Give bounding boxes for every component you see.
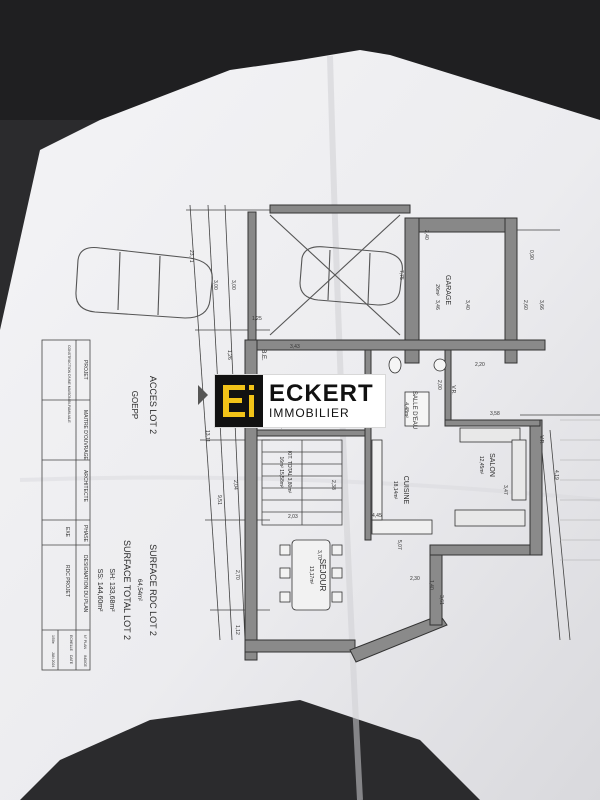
logo-mark-e [223,385,245,417]
dim-28: 2,03 [288,514,298,520]
cartouche-architecte: ARCHITECTE [82,470,88,503]
bathroom-fixtures [388,356,447,427]
cartouche-designation: DESIGNATION DU PLAN [82,555,88,613]
label-vr-2: V.R. [538,435,544,444]
label-salon: SALON [488,453,495,477]
logo-mark-i-stem [249,395,254,417]
label-sejour-area: 13,17m² [308,566,314,585]
dim-7: 2,70 [234,570,240,580]
salon-sofas [454,427,527,527]
label-kitchenette-area: 16m² 15,58m² [278,456,284,487]
cartouche-date: DATE [69,655,73,665]
dim-25: 3,61 [438,595,444,605]
label-cuisine-area: 18,14m² [392,481,398,500]
dim-21: 3,47 [502,485,508,495]
label-be: B.E. [260,349,266,361]
dimension-values: 3,00 3,00 23,71 13,11 9,51 2,04 2,70 1,1… [188,230,559,635]
label-sejour: SEJOUR [318,559,327,592]
cartouche-maitre: MAITRE D'OUVRAGE [82,410,88,461]
logo-mark-i-dot [249,385,254,390]
dim-18: 2,20 [475,362,485,368]
dim-20: 3,58 [490,411,500,417]
dim-19: 2,00 [436,380,442,390]
staircase [261,439,343,526]
label-ss: SS: 144,60m² [96,569,103,612]
dim-30: 3,70 [316,550,322,560]
kitchen-counter [371,439,433,535]
dim-31: 4,19 [553,470,559,480]
dim-29: 2,38 [330,480,336,490]
label-salon-area: 12,45m² [478,456,484,475]
dim-15: 2,60 [522,300,528,310]
dim-16: 3,66 [538,300,544,310]
label-cuisine: CUISINE [402,476,409,505]
title-block-text: PROJET CONSTRUCTION D'UNE MAISON BI-FAMI… [51,345,88,668]
dim-2: 3,00 [212,280,218,290]
label-surface-rdc: SURFACE RDC LOT 2 [148,544,158,636]
dim-3: 23,71 [188,250,194,263]
logo-name: ECKERT [269,380,374,407]
cartouche-projet-value: CONSTRUCTION D'UNE MAISON BI-FAMILIALE [67,345,71,423]
title-block [41,339,91,671]
dim-9: 1,25 [252,316,262,322]
label-acces: ACCES LOT 2 [148,376,158,434]
dim-4: 13,11 [204,430,210,442]
label-salle-deau-area: 4,48m² [403,402,409,418]
car-outline-left [75,246,213,319]
logo-text: ECKERT IMMOBILIER [263,375,385,427]
cartouche-phase-value: EXE [64,527,70,538]
cartouche-projet: PROJET [82,360,88,380]
label-vr-1: V.R. [450,385,456,394]
plan-labels: GARAGE 26m² SALLE D'EAU 4,48m² CUISINE 1… [96,275,544,640]
cartouche-plan-no: N° PLAN [83,635,87,650]
dim-24: 2,30 [410,576,420,582]
dim-23: 5,07 [396,540,402,550]
cartouche-date-value: JAN 2024 [51,652,55,667]
label-kitchenette: KIT. TOTAL 3,80m² [286,451,292,494]
label-garage: GARAGE [444,275,451,305]
dim-22: 4,45 [372,513,382,519]
dim-8: 1,12 [234,625,240,635]
dim-14: 3,40 [464,300,470,310]
logo-subtitle: IMMOBILIER [269,406,350,420]
eckert-logo-badge: ECKERT IMMOBILIER [214,374,386,428]
dim-13: 7,75 [398,270,404,280]
dim-1: 3,00 [230,280,236,290]
label-surface-total: SURFACE TOTAL LOT 2 [122,540,132,640]
label-sh: SH: 133,68m² [108,568,115,612]
garage-walls [247,204,518,364]
dim-17: 0,90 [528,250,534,260]
north-arrow [198,385,208,405]
cartouche-echelle-value: 1/50e [51,635,55,644]
dim-26: 1,40 [428,580,434,590]
car-outline-garage [269,214,403,336]
dim-11: 3,46 [434,300,440,310]
dining-table [279,539,343,611]
dim-6: 2,04 [232,480,238,490]
dim-12: 2,40 [423,230,429,240]
label-salle-deau: SALLE D'EAU [411,391,417,429]
eckert-logo-icon [215,375,263,427]
dim-10: 3,43 [290,344,300,350]
label-garage-area: 26m² [434,284,440,296]
dim-5: 9,51 [216,495,222,505]
dim-32: 1,26 [226,350,232,360]
cartouche-indice: INDICE [83,655,87,668]
terrace-hatch [560,419,600,561]
cartouche-designation-value: RDC PROJET [64,565,70,597]
label-surface-rdc-value: 64,54m² [136,579,142,601]
cartouche-echelle: ECHELLE [69,635,73,652]
label-goepp: GOEPP [130,391,139,419]
cartouche-phase: PHASE [82,525,88,543]
